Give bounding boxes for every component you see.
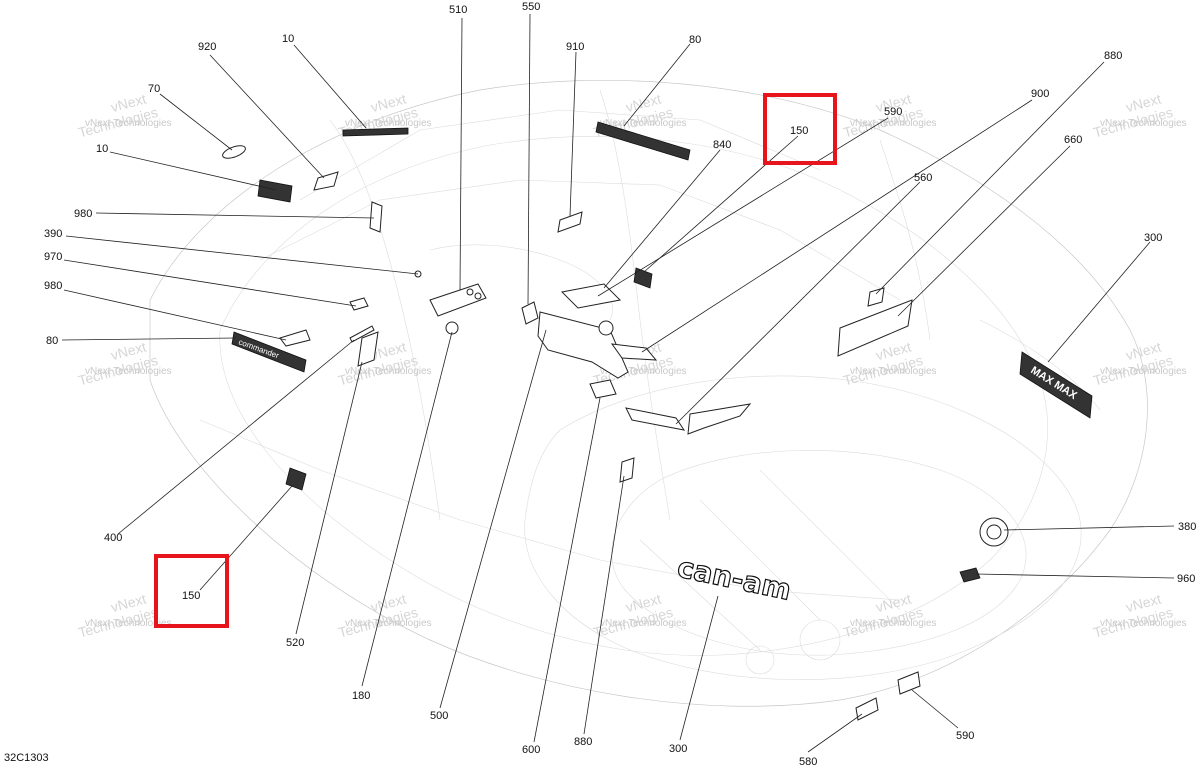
watermark-small: vNext Technologies (600, 618, 687, 629)
decal-10-top (342, 127, 409, 137)
callout-900: 900 (1031, 88, 1049, 100)
callout-960: 960 (1177, 573, 1195, 585)
leader-lines (61, 13, 1175, 753)
callout-840: 840 (713, 139, 731, 151)
decal-parts: commander MAX MAX can-am (222, 121, 1093, 721)
callout-880-bottom: 880 (574, 736, 592, 748)
decal-910 (557, 211, 583, 233)
callout-560: 560 (914, 172, 932, 184)
callout-80-left: 80 (46, 335, 58, 347)
decal-840 (633, 267, 653, 289)
callout-500: 500 (430, 710, 448, 722)
decal-980-upper (369, 201, 383, 233)
decal-600 (589, 379, 617, 399)
decal-550 (521, 301, 539, 325)
decal-660 (687, 403, 752, 435)
decal-880-upper (867, 287, 885, 307)
decal-80-top (595, 121, 691, 161)
watermark-small: vNext Technologies (85, 118, 172, 129)
callout-590-top: 590 (884, 106, 902, 118)
watermark-small: vNext Technologies (600, 366, 687, 377)
watermark-small: vNext Technologies (85, 618, 172, 629)
decal-150-lower (285, 467, 307, 491)
callout-510: 510 (449, 4, 467, 16)
panel-500 (537, 311, 629, 379)
callout-910: 910 (566, 41, 584, 53)
callout-150-lower: 150 (182, 590, 200, 602)
decal-590-small (897, 671, 921, 695)
badge-380-inner (986, 524, 1002, 540)
watermark-small: vNext Technologies (1100, 618, 1187, 629)
watermark-small: vNext Technologies (345, 366, 432, 377)
callout-300-right: 300 (1144, 232, 1162, 244)
callout-300-bottom: 300 (669, 743, 687, 755)
callout-980-lower: 980 (44, 280, 62, 292)
watermark-small: vNext Technologies (345, 118, 432, 129)
can-am-logo: can-am (675, 551, 794, 607)
callout-390: 390 (44, 228, 62, 240)
decal-880-lower (619, 457, 635, 483)
decal-960 (959, 567, 981, 583)
decal-400-strip (349, 325, 375, 343)
part-180 (445, 321, 459, 335)
decal-10-left (257, 179, 293, 203)
watermark-small: vNext Technologies (600, 118, 687, 129)
decal-commander-strip (231, 331, 307, 373)
panel-660 (837, 299, 913, 357)
part-510-bolt-a (466, 288, 474, 296)
callout-400: 400 (104, 532, 122, 544)
callout-10-left: 10 (96, 143, 108, 155)
callout-10-top: 10 (282, 33, 294, 45)
callout-labels: 510 550 920 10 910 80 880 70 590 150 900… (44, 1, 1196, 768)
watermark-small: vNext Technologies (1100, 118, 1187, 129)
callout-880-top: 880 (1104, 50, 1122, 62)
callout-660: 660 (1064, 134, 1082, 146)
callout-180: 180 (352, 690, 370, 702)
callout-520: 520 (286, 637, 304, 649)
decal-590-large (560, 283, 622, 309)
watermark-small: vNext Technologies (85, 366, 172, 377)
callout-590-bottom: 590 (956, 730, 974, 742)
decal-maxmax (1019, 351, 1093, 419)
watermark-small: vNext Technologies (850, 366, 937, 377)
callout-600: 600 (522, 744, 540, 756)
decal-980-lower (279, 329, 311, 347)
part-500-cap (598, 320, 614, 336)
decal-70-oval (222, 145, 246, 159)
callout-980-upper: 980 (74, 208, 92, 220)
callout-580: 580 (799, 756, 817, 768)
watermark-small: vNext Technologies (345, 618, 432, 629)
decal-580 (855, 697, 879, 721)
decal-520 (357, 331, 379, 367)
decal-900 (625, 407, 686, 431)
part-510-bolt-b (474, 292, 482, 300)
decal-560 (610, 343, 658, 361)
callout-80-top: 80 (689, 34, 701, 46)
callout-70: 70 (148, 83, 160, 95)
callout-920: 920 (198, 41, 216, 53)
highlight-box-150-lower (154, 554, 229, 628)
callout-970: 970 (44, 251, 62, 263)
callout-150-top: 150 (790, 125, 808, 137)
watermark-small: vNext Technologies (850, 618, 937, 629)
decal-970 (349, 297, 369, 311)
watermark-small: vNext Technologies (850, 118, 937, 129)
decal-510 (429, 283, 487, 317)
highlight-box-150-top (763, 93, 837, 165)
watermark-small: vNext Technologies (1100, 366, 1187, 377)
drawing-id: 32C1303 (4, 752, 49, 764)
callout-550: 550 (522, 1, 540, 13)
callout-380: 380 (1178, 521, 1196, 533)
decal-920 (313, 171, 339, 191)
